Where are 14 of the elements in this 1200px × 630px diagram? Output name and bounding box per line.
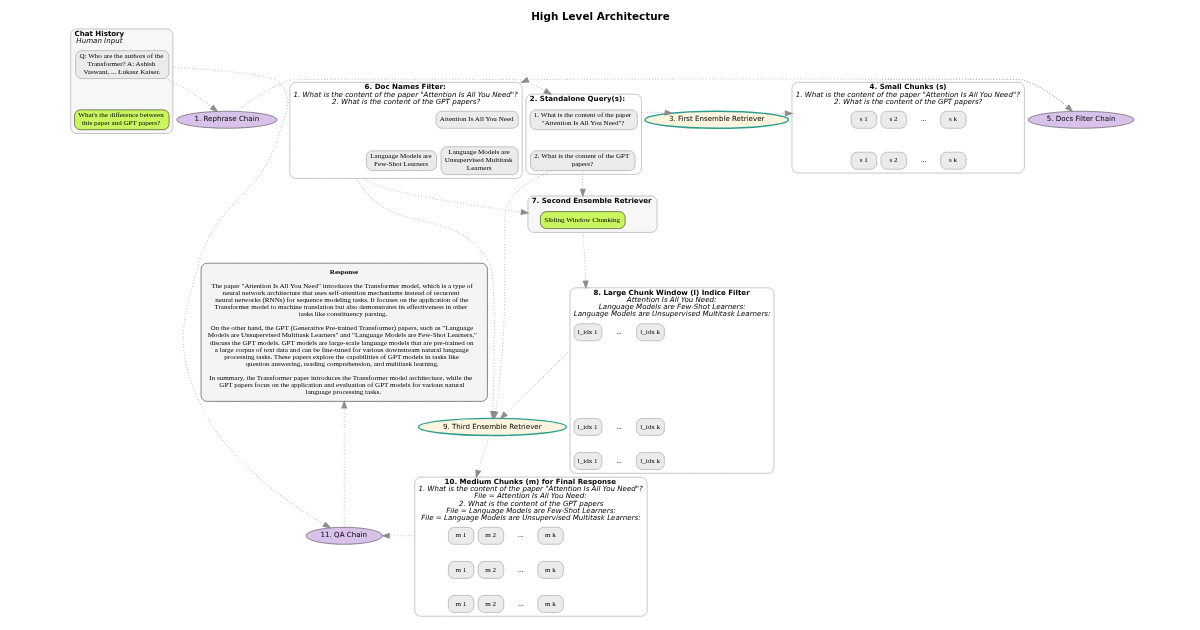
- diagram-title: High Level Architecture: [530, 9, 670, 22]
- arrow: [380, 532, 415, 539]
- arrow: [582, 231, 589, 290]
- arrow: [355, 177, 496, 420]
- arrow: [363, 177, 529, 216]
- arrow: [579, 170, 586, 198]
- arrow: [519, 76, 1073, 112]
- arrow: [164, 78, 218, 113]
- arrow: [474, 434, 490, 479]
- arrow: [499, 349, 570, 420]
- arrow: [640, 109, 673, 116]
- arrow: [340, 399, 347, 528]
- arrow: [876, 78, 1073, 113]
- arrow: [171, 66, 331, 529]
